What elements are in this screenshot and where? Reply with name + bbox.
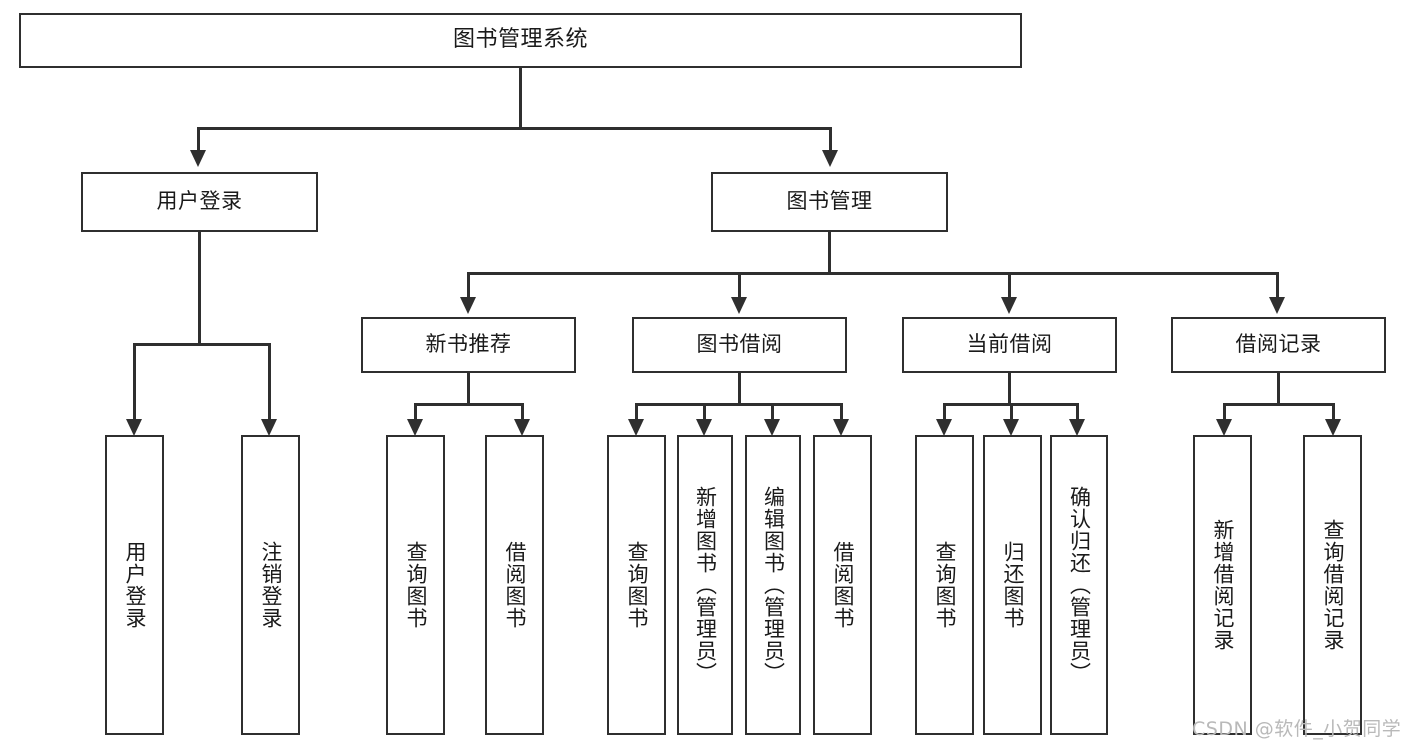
- arrow-bm-to-current-borrow: [1001, 297, 1017, 314]
- connector-br-to-leaf1: [1223, 403, 1226, 421]
- connector-cb-to-leaf3: [1076, 403, 1079, 421]
- connector-nbr-to-leaf1: [414, 403, 417, 421]
- node-book-management[interactable]: 图书管理: [711, 172, 948, 232]
- node-query-books-1[interactable]: 查询图书: [386, 435, 445, 735]
- arrow-br-to-leaf1: [1216, 419, 1232, 436]
- node-add-book-admin[interactable]: 新增图书（管理员）: [677, 435, 733, 735]
- node-logout-leaf[interactable]: 注销登录: [241, 435, 300, 735]
- node-borrow-books-2[interactable]: 借阅图书: [813, 435, 872, 735]
- node-label: 用户登录: [156, 189, 243, 214]
- arrow-bm-to-book-borrow: [731, 297, 747, 314]
- arrow-root-to-book-management: [822, 150, 838, 167]
- connector-cb-to-leaf1: [943, 403, 946, 421]
- connector-book-management-bus: [467, 272, 1279, 275]
- node-query-books-2[interactable]: 查询图书: [607, 435, 666, 735]
- connector-user-login-to-leaf1: [133, 343, 136, 421]
- node-label: 查询图书: [932, 541, 957, 629]
- arrow-bb-to-leaf2: [696, 419, 712, 436]
- node-label: 查询图书: [403, 541, 428, 629]
- arrow-user-login-to-leaf1: [126, 419, 142, 436]
- node-user-login[interactable]: 用户登录: [81, 172, 318, 232]
- connector-cb-stem: [1008, 373, 1011, 405]
- arrow-bb-to-leaf1: [628, 419, 644, 436]
- connector-user-login-stem: [198, 232, 201, 345]
- node-label: 查询图书: [624, 541, 649, 629]
- node-label: 当前借阅: [966, 332, 1053, 357]
- connector-root-to-user-login: [197, 127, 200, 152]
- arrow-nbr-to-leaf1: [407, 419, 423, 436]
- node-label: 借阅记录: [1235, 332, 1322, 357]
- arrow-cb-to-leaf3: [1069, 419, 1085, 436]
- node-label: 注销登录: [258, 541, 283, 629]
- node-label: 新增图书（管理员）: [693, 486, 718, 684]
- connector-bm-to-borrow-record: [1276, 272, 1279, 299]
- node-return-books[interactable]: 归还图书: [983, 435, 1042, 735]
- connector-bm-to-book-borrow: [738, 272, 741, 299]
- node-label: 用户登录: [122, 541, 147, 629]
- node-new-book-recommend[interactable]: 新书推荐: [361, 317, 576, 373]
- node-add-borrow-record[interactable]: 新增借阅记录: [1193, 435, 1252, 735]
- node-edit-book-admin[interactable]: 编辑图书（管理员）: [745, 435, 801, 735]
- node-label: 图书借阅: [696, 332, 783, 357]
- connector-bb-stem: [738, 373, 741, 405]
- csdn-watermark: CSDN @软件_小贺同学: [1192, 718, 1402, 740]
- connector-root-stem: [519, 68, 522, 129]
- connector-bb-to-leaf1: [635, 403, 638, 421]
- arrow-bb-to-leaf4: [833, 419, 849, 436]
- connector-user-login-bus: [133, 343, 271, 346]
- connector-nbr-bus: [414, 403, 524, 406]
- node-label: 新书推荐: [425, 332, 512, 357]
- connector-root-bus: [197, 127, 832, 130]
- node-label: 借阅图书: [830, 541, 855, 629]
- connector-bb-to-leaf2: [703, 403, 706, 421]
- node-label: 编辑图书（管理员）: [761, 486, 786, 684]
- connector-bm-to-current-borrow: [1008, 272, 1011, 299]
- connector-br-to-leaf2: [1332, 403, 1335, 421]
- connector-book-management-stem: [828, 232, 831, 274]
- connector-br-stem: [1277, 373, 1280, 405]
- node-label: 新增借阅记录: [1210, 519, 1235, 651]
- node-borrow-books-1[interactable]: 借阅图书: [485, 435, 544, 735]
- node-book-borrow[interactable]: 图书借阅: [632, 317, 847, 373]
- arrow-bm-to-borrow-record: [1269, 297, 1285, 314]
- connector-bb-to-leaf3: [771, 403, 774, 421]
- connector-nbr-stem: [467, 373, 470, 405]
- node-query-books-3[interactable]: 查询图书: [915, 435, 974, 735]
- arrow-bm-to-new-book: [460, 297, 476, 314]
- node-query-borrow-record[interactable]: 查询借阅记录: [1303, 435, 1362, 735]
- arrow-br-to-leaf2: [1325, 419, 1341, 436]
- arrow-nbr-to-leaf2: [514, 419, 530, 436]
- node-current-borrow[interactable]: 当前借阅: [902, 317, 1117, 373]
- node-label: 图书管理系统: [452, 27, 588, 53]
- connector-bb-bus: [635, 403, 843, 406]
- arrow-cb-to-leaf1: [936, 419, 952, 436]
- node-label: 查询借阅记录: [1320, 519, 1345, 651]
- connector-br-bus: [1223, 403, 1335, 406]
- node-user-login-leaf[interactable]: 用户登录: [105, 435, 164, 735]
- node-label: 归还图书: [1000, 541, 1025, 629]
- arrow-user-login-to-leaf2: [261, 419, 277, 436]
- node-confirm-return-admin[interactable]: 确认归还（管理员）: [1050, 435, 1108, 735]
- node-label: 确认归还（管理员）: [1067, 486, 1092, 684]
- connector-bm-to-new-book: [467, 272, 470, 299]
- node-root-system[interactable]: 图书管理系统: [19, 13, 1022, 68]
- arrow-root-to-user-login: [190, 150, 206, 167]
- connector-bb-to-leaf4: [840, 403, 843, 421]
- connector-root-to-book-management: [829, 127, 832, 152]
- arrow-cb-to-leaf2: [1003, 419, 1019, 436]
- connector-cb-to-leaf2: [1010, 403, 1013, 421]
- node-label: 图书管理: [786, 189, 873, 214]
- connector-user-login-to-leaf2: [268, 343, 271, 421]
- node-borrow-record[interactable]: 借阅记录: [1171, 317, 1386, 373]
- connector-nbr-to-leaf2: [521, 403, 524, 421]
- node-label: 借阅图书: [502, 541, 527, 629]
- arrow-bb-to-leaf3: [764, 419, 780, 436]
